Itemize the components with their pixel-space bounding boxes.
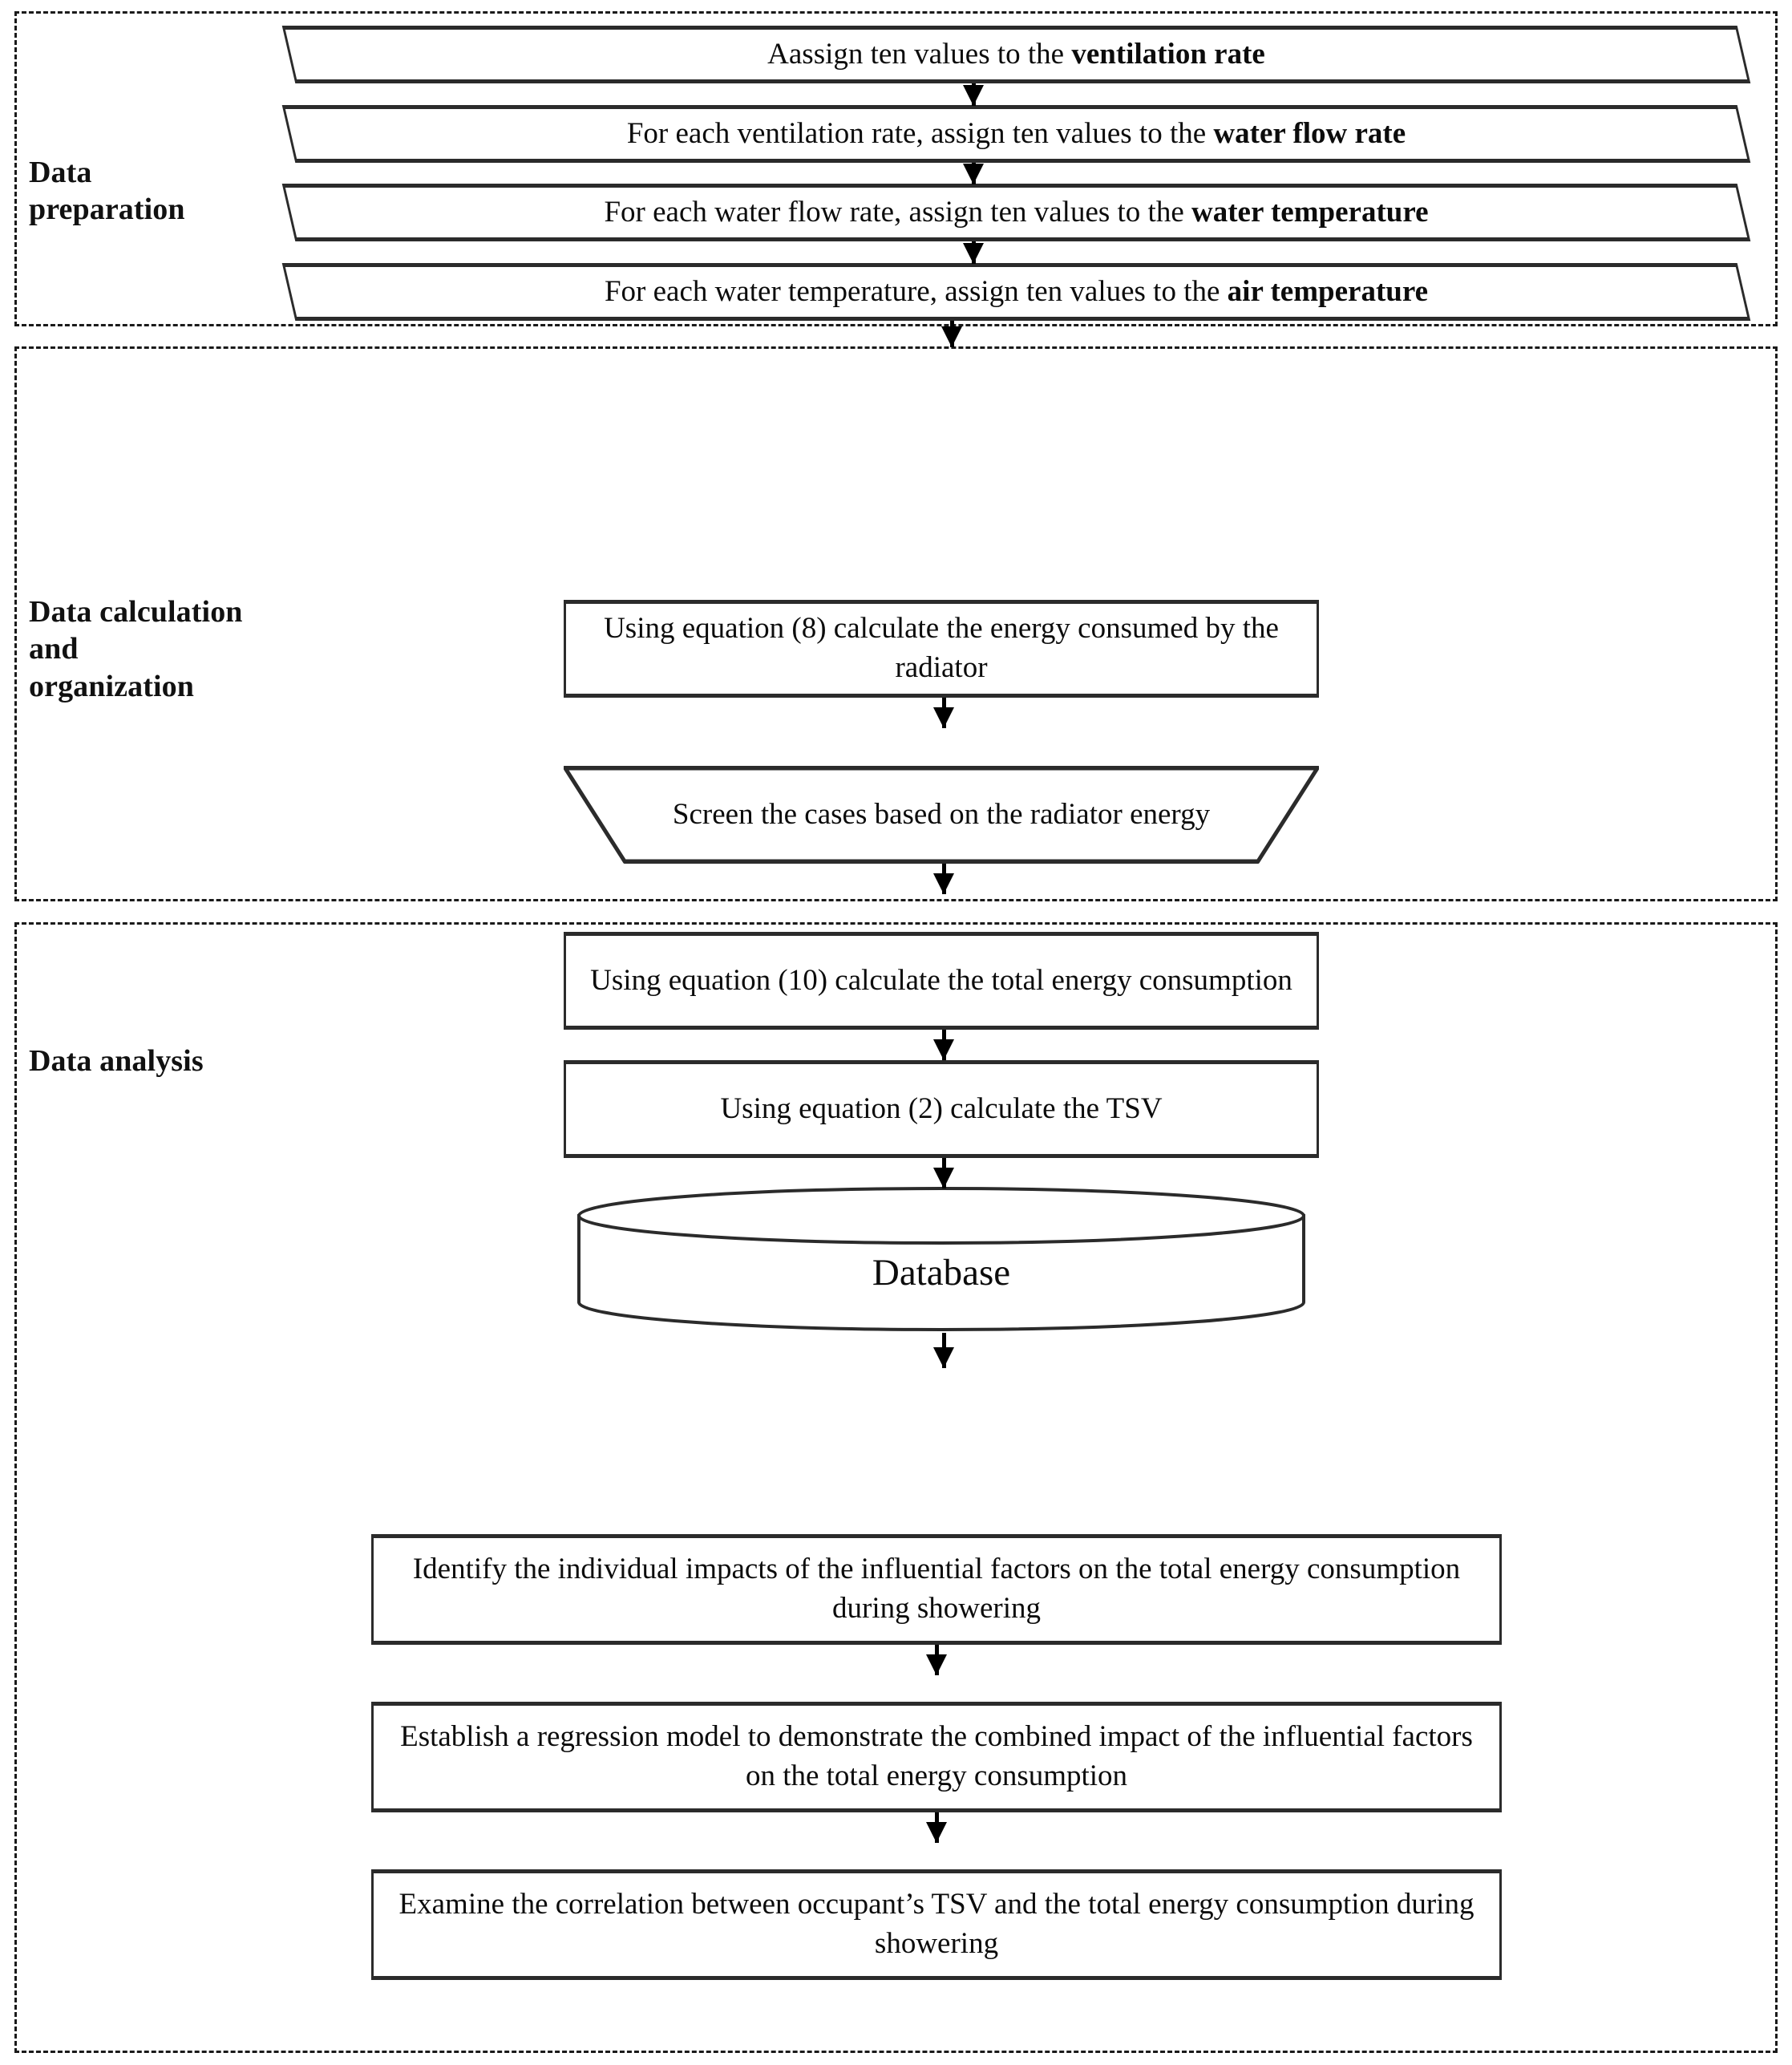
database-cylinder-icon: [577, 1187, 1305, 1331]
rectangle-outline: [564, 600, 1319, 698]
section-label-data-analysis: Data analysis: [29, 1044, 204, 1078]
rectangle-outline: [371, 1869, 1502, 1980]
step-establish-regression-model: Establish a regression model to demonstr…: [371, 1702, 1502, 1812]
rectangle-outline: [371, 1702, 1502, 1812]
step-calculate-radiator-energy: Using equation (8) calculate the energy …: [564, 600, 1319, 698]
arrow-calc-2-to-3: [920, 864, 968, 894]
step-text: For each ventilation rate, assign ten va…: [626, 116, 1406, 150]
step-text: Screen the cases based on the radiator e…: [672, 797, 1211, 831]
section-label-data-preparation: Data preparation: [29, 156, 185, 227]
step-text: Using equation (10) calculate the total …: [590, 963, 1292, 997]
database-store: Database: [576, 1185, 1307, 1333]
rectangle-outline: [564, 932, 1319, 1030]
step-text: Using equation (8) calculate the energy …: [604, 612, 1279, 684]
arrow-prep-2-to-3: [949, 163, 997, 184]
step-text: Identify the individual impacts of the i…: [412, 1553, 1461, 1625]
section-label-data-calculation: Data calculation and organization: [29, 595, 243, 703]
arrow-calc-1-to-2: [920, 698, 968, 728]
database-label: Database: [872, 1251, 1011, 1294]
step-text: Aassign ten values to the ventilation ra…: [767, 37, 1265, 71]
step-examine-correlation-tsv: Examine the correlation between occupant…: [371, 1869, 1502, 1980]
step-text: Examine the correlation between occupant…: [398, 1888, 1474, 1960]
arrow-prep-3-to-4: [949, 241, 997, 264]
arrow-preparation-to-calculation: [928, 321, 976, 347]
rectangle-outline: [371, 1534, 1502, 1645]
step-assign-water-flow-rate: For each ventilation rate, assign ten va…: [281, 105, 1751, 163]
step-text: Establish a regression model to demonstr…: [400, 1720, 1473, 1792]
arrow-analysis-2-to-3: [912, 1812, 961, 1843]
step-identify-individual-impacts: Identify the individual impacts of the i…: [371, 1534, 1502, 1645]
step-assign-water-temperature: For each water flow rate, assign ten val…: [281, 184, 1751, 241]
step-text: Using equation (2) calculate the TSV: [720, 1091, 1163, 1125]
arrow-calculation-to-analysis: [920, 1333, 968, 1368]
step-assign-ventilation-rate: Aassign ten values to the ventilation ra…: [281, 26, 1751, 83]
arrow-calc-3-to-4: [920, 1030, 968, 1060]
step-calculate-tsv: Using equation (2) calculate the TSV: [564, 1060, 1319, 1158]
step-calculate-total-energy: Using equation (10) calculate the total …: [564, 932, 1319, 1030]
rectangle-outline: [564, 1060, 1319, 1158]
arrow-analysis-1-to-2: [912, 1645, 961, 1675]
trapezoid-edge-icon: [564, 766, 1319, 864]
arrow-calc-4-to-database: [920, 1158, 968, 1188]
step-screen-cases: Screen the cases based on the radiator e…: [564, 766, 1319, 864]
step-assign-air-temperature: For each water temperature, assign ten v…: [281, 263, 1751, 321]
step-text: For each water flow rate, assign ten val…: [604, 195, 1429, 229]
arrow-prep-1-to-2: [949, 83, 997, 106]
step-text: For each water temperature, assign ten v…: [604, 274, 1429, 308]
